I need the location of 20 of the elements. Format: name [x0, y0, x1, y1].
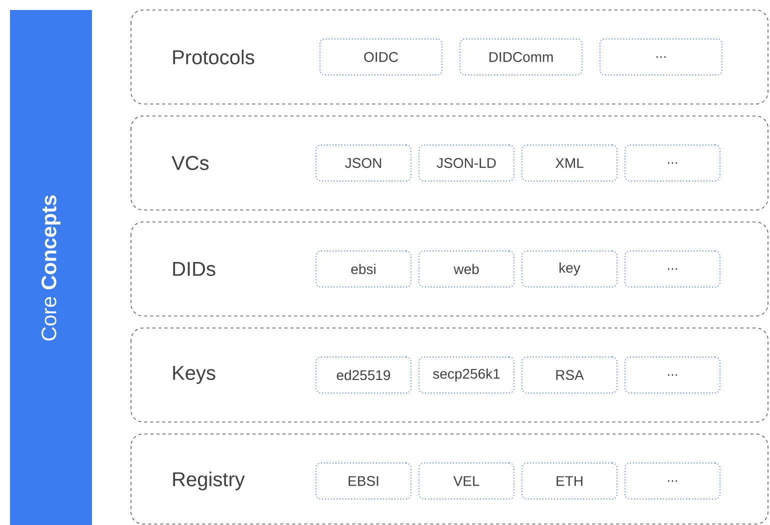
item-box: XML	[522, 144, 618, 182]
item-box: ...	[624, 462, 720, 500]
item-box: ...	[600, 38, 722, 76]
item-box: DIDComm	[460, 38, 582, 76]
item-box: web	[418, 250, 514, 288]
item-box: ETH	[522, 462, 618, 500]
item-box: OIDC	[320, 38, 442, 76]
item-box: secp256k1	[418, 356, 514, 394]
item-box: JSON-LD	[418, 144, 514, 182]
item-box: ...	[624, 356, 720, 394]
item-box: ebsi	[316, 250, 412, 288]
item-box: ...	[624, 144, 720, 182]
item-box: VEL	[418, 462, 514, 500]
item-box: JSON	[316, 144, 412, 182]
side-bar: Core Concepts	[10, 10, 92, 525]
item-box: RSA	[522, 356, 618, 394]
item-box: EBSI	[316, 462, 412, 500]
item-box: ...	[624, 250, 720, 288]
item-box: ed25519	[316, 356, 412, 394]
item-box: key	[522, 250, 618, 288]
